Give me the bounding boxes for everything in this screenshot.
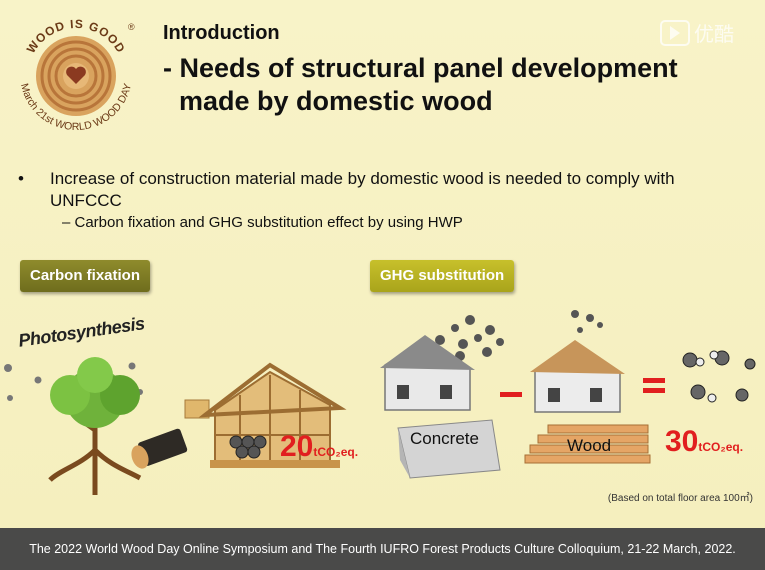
value1-number: 20	[280, 430, 314, 463]
watermark-text: 优酷	[694, 24, 734, 46]
log-icon	[131, 428, 188, 469]
wood-block-icon	[184, 399, 210, 419]
floor-area-note: (Based on total floor area 100㎡)	[607, 493, 753, 504]
minus-sign	[500, 392, 522, 397]
ghg-substitution-value: 30tCO₂eq.	[665, 425, 743, 459]
concrete-house-icon	[380, 335, 475, 411]
value1-unit: tCO₂eq.	[313, 445, 359, 459]
heart-icon	[66, 66, 86, 84]
equals-sign-top	[643, 378, 665, 383]
carbon-fixation-label: Carbon fixation	[20, 260, 151, 292]
concrete-block-icon	[397, 419, 501, 479]
smoke-molecules-1	[435, 315, 504, 364]
illustration-scene	[4, 310, 756, 495]
value2-number: 30	[665, 425, 699, 458]
lumber-stack-icon	[524, 424, 651, 464]
bullet-dot: •	[18, 169, 24, 188]
tree-icon	[48, 357, 142, 495]
slide: WOOD IS GOOD ® March 21st WORLD WOOD DAY…	[0, 0, 765, 528]
wood-label: Wood	[567, 436, 612, 455]
subtitle-line-1: - Needs of structural panel development	[163, 53, 678, 83]
equals-sign-bottom	[643, 388, 665, 393]
concrete-label: Concrete	[410, 429, 479, 448]
subtitle-line-2: made by domestic wood	[179, 86, 493, 116]
carbon-fixation-value: 20tCO₂eq.	[280, 430, 358, 464]
timber-house-icon	[530, 340, 625, 413]
co2-molecules-right	[682, 350, 756, 403]
ghg-substitution-label: GHG substitution	[370, 260, 515, 292]
smoke-molecules-2	[571, 310, 603, 333]
slide-title: Introduction	[163, 22, 280, 44]
footer-bar: The 2022 World Wood Day Online Symposium…	[0, 528, 765, 570]
logo-registered: ®	[128, 22, 135, 32]
carbon-molecules-icon	[229, 435, 267, 459]
subbullet-text: – Carbon fixation and GHG substitution e…	[62, 214, 463, 231]
wood-is-good-logo: WOOD IS GOOD ® March 21st WORLD WOOD DAY	[18, 17, 135, 133]
watermark: 优酷	[660, 18, 734, 47]
value2-unit: tCO₂eq.	[698, 440, 744, 454]
slide-subtitle: - Needs of structural panel development …	[163, 52, 753, 118]
play-icon	[660, 19, 690, 46]
bullet-text: Increase of construction material made b…	[50, 169, 675, 210]
